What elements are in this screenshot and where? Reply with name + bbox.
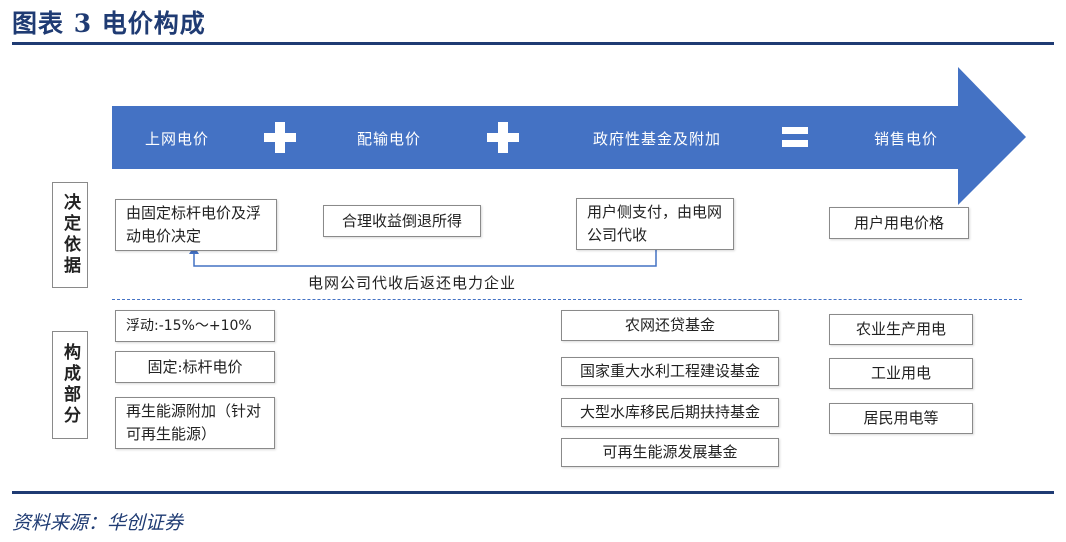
grid-price-basis-text: 由固定标杆电价及浮动电价决定 (126, 204, 262, 245)
gov-fund-component: 大型水库移民后期扶持基金 (561, 398, 779, 427)
sales-component: 居民用电等 (829, 403, 973, 434)
sales-component-text: 农业生产用电 (855, 320, 946, 338)
sales-component: 工业用电 (829, 358, 973, 389)
sales-basis-text: 用户用电价格 (853, 213, 944, 232)
gov-fund-component: 农网还贷基金 (561, 310, 779, 341)
arrow-label-grid-price: 上网电价 (145, 130, 210, 148)
composition-section-label: 构成部分 (52, 331, 88, 439)
gov-fund-component-text: 国家重大水利工程建设基金 (579, 362, 760, 380)
return-connector (193, 248, 657, 267)
arrow-label-sales-price: 销售电价 (874, 130, 939, 148)
gov-fund-component-text: 可再生能源发展基金 (602, 443, 738, 461)
flow-arrow-shape (112, 67, 1026, 205)
gov-fund-component-text: 大型水库移民后期扶持基金 (579, 403, 760, 421)
transmission-basis-text: 合理收益倒退所得 (341, 211, 462, 230)
transmission-basis-box: 合理收益倒退所得 (323, 205, 481, 237)
source-note: 资料来源：华创证券 (12, 512, 184, 534)
section-divider (112, 299, 1022, 300)
sales-component-text: 居民用电等 (863, 409, 939, 427)
gov-fund-component-text: 农网还贷基金 (624, 316, 715, 334)
top-rule (12, 42, 1054, 45)
gov-fund-component: 国家重大水利工程建设基金 (561, 357, 779, 386)
bottom-rule (12, 491, 1054, 494)
grid-price-component-text: 再生能源附加（针对可再生能源） (126, 402, 262, 443)
grid-price-component: 浮动:-15%～+10% (115, 310, 275, 342)
gov-fund-component: 可再生能源发展基金 (561, 438, 779, 467)
figure-title: 图表 3 电价构成 (12, 9, 206, 38)
gov-fund-basis-text: 用户侧支付，由电网公司代收 (587, 203, 723, 244)
arrow-label-gov-fund: 政府性基金及附加 (593, 130, 722, 148)
grid-price-component-text: 浮动:-15%～+10% (126, 317, 252, 334)
grid-price-basis-box: 由固定标杆电价及浮动电价决定 (115, 199, 277, 251)
sales-component-text: 工业用电 (870, 364, 931, 382)
composition-label-text: 构成部分 (60, 343, 80, 427)
return-flow-label: 电网公司代收后返还电力企业 (308, 274, 517, 292)
sales-component: 农业生产用电 (829, 314, 973, 345)
basis-label-text: 决定依据 (60, 193, 80, 277)
grid-price-component: 固定:标杆电价 (115, 351, 275, 383)
gov-fund-basis-box: 用户侧支付，由电网公司代收 (576, 198, 734, 250)
basis-section-label: 决定依据 (52, 182, 88, 288)
grid-price-component-text: 固定:标杆电价 (147, 357, 243, 376)
arrow-label-transmission: 配输电价 (357, 130, 422, 148)
sales-basis-box: 用户用电价格 (829, 207, 969, 239)
grid-price-component: 再生能源附加（针对可再生能源） (115, 397, 275, 449)
